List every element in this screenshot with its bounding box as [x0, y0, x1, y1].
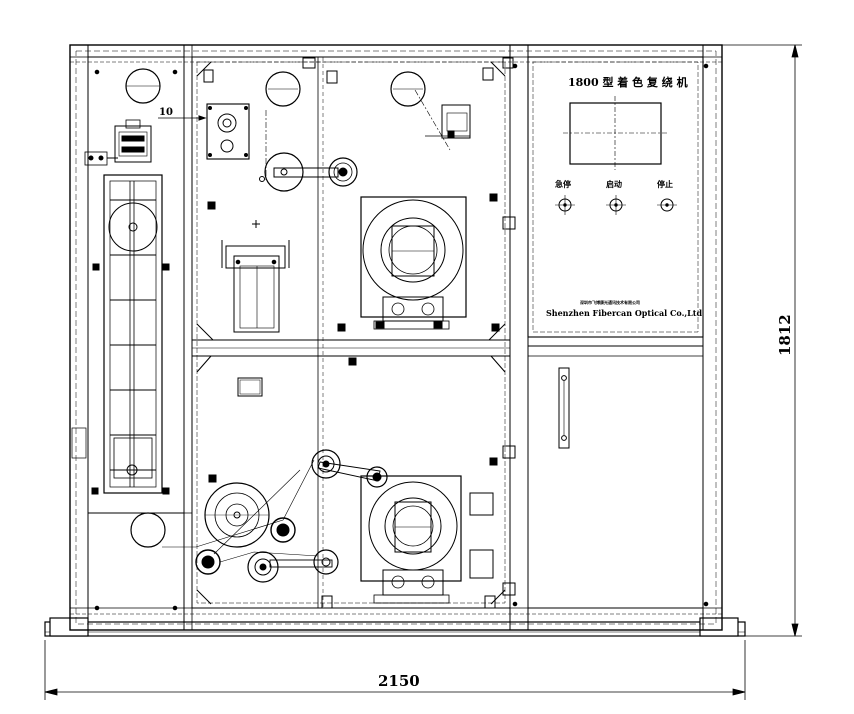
cabinet-title: 1800 型 着 色 复 绕 机: [568, 75, 688, 89]
upper-components: [158, 57, 516, 366]
cabinet-door-handle: [558, 367, 570, 449]
emergency-stop-button-symbol: [555, 195, 575, 215]
callout-label: 10: [159, 107, 173, 118]
base-plate: [44, 617, 746, 637]
height-dimension-label: 1812: [776, 314, 794, 356]
dimension-lines: [44, 44, 802, 700]
width-dimension-label: 2150: [378, 672, 420, 690]
left-column: [71, 45, 193, 630]
lower-components: [162, 377, 516, 609]
start-label: 启动: [606, 179, 622, 189]
stop-label: 停止: [657, 179, 673, 189]
dancer-accumulator: [84, 119, 163, 494]
company-name-cn: 深圳市飞博康光通讯技术有限公司: [580, 299, 640, 305]
center-frame: [191, 44, 529, 631]
control-cabinet: [512, 56, 709, 609]
company-name-en: Shenzhen Fibercan Optical Co.,Ltd: [546, 308, 702, 318]
stop-button-symbol: [657, 198, 677, 212]
start-button-symbol: [606, 195, 626, 215]
emergency-stop-label: 急停: [555, 179, 571, 189]
